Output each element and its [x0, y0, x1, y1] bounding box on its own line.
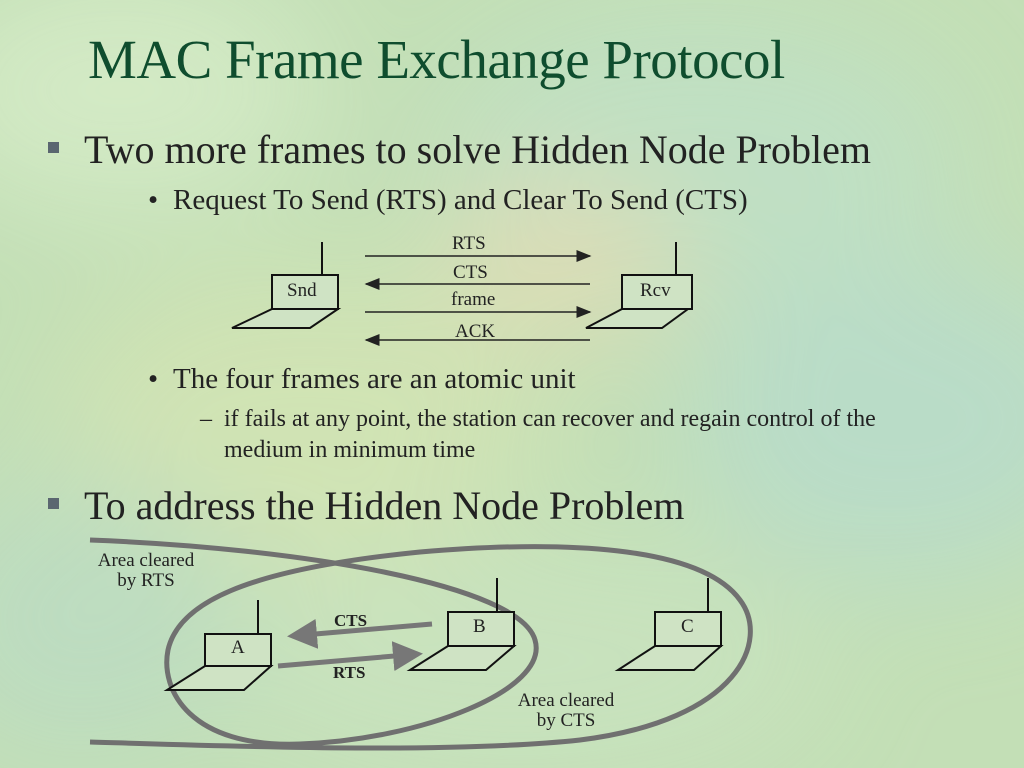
cts-label: CTS	[453, 262, 488, 283]
frame-label: frame	[451, 289, 496, 310]
bullet-square-icon	[48, 142, 59, 153]
ack-label: ACK	[455, 321, 496, 342]
bullet-hidden-node-frames: Two more frames to solve Hidden Node Pro…	[84, 127, 872, 172]
node-c-label: C	[681, 616, 694, 637]
node-a-laptop-icon	[163, 600, 274, 691]
cts-thick-arrow	[287, 618, 433, 649]
sub-bullet-rts-cts: Request To Send (RTS) and Clear To Send …	[173, 184, 748, 216]
detail-recover-line1: if fails at any point, the station can r…	[224, 406, 876, 432]
area-rts-label-line2: by RTS	[117, 570, 175, 591]
node-a-label: A	[231, 637, 245, 658]
bullet-dot-icon: •	[148, 363, 159, 395]
bullet-square-icon	[48, 498, 59, 509]
sender-laptop-icon	[231, 242, 342, 329]
receiver-laptop-icon	[585, 242, 693, 329]
slide-title: MAC Frame Exchange Protocol	[88, 29, 785, 90]
rts-thick-label: RTS	[333, 663, 366, 682]
node-b-laptop-icon	[406, 578, 517, 671]
cts-thick-label: CTS	[334, 611, 368, 630]
bullet-dot-icon: •	[148, 184, 159, 216]
rts-thick-arrow	[277, 641, 423, 672]
bullet-address-hidden-node: To address the Hidden Node Problem	[84, 483, 685, 528]
node-b-label: B	[473, 616, 486, 637]
node-c-laptop-icon	[614, 578, 724, 671]
bullet-dash-icon: –	[200, 406, 212, 432]
sub-bullet-atomic-unit: The four frames are an atomic unit	[173, 363, 576, 395]
receiver-label: Rcv	[640, 280, 671, 301]
area-cts-label-line1: Area cleared	[517, 690, 615, 711]
area-rts-ellipse	[89, 537, 753, 751]
area-cts-label-line2: by CTS	[536, 710, 596, 731]
sender-label: Snd	[287, 280, 317, 301]
area-rts-label-line1: Area cleared	[97, 550, 195, 571]
rts-label: RTS	[452, 233, 486, 254]
detail-recover-line2: medium in minimum time	[224, 437, 476, 463]
